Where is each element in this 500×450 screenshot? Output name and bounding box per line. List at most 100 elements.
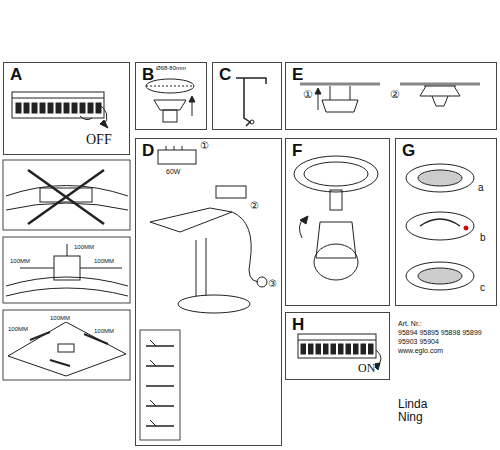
breaker-switch xyxy=(16,103,21,113)
callout-number: ② xyxy=(390,88,400,100)
ceiling xyxy=(6,277,128,286)
dimension: 100MM xyxy=(8,326,28,333)
dimension: 100MM xyxy=(74,244,94,251)
callout-number: ① xyxy=(303,88,313,100)
dimension: 100MM xyxy=(50,315,70,322)
terminal-block xyxy=(158,150,196,164)
step-letter: C xyxy=(219,66,231,83)
connector xyxy=(257,277,267,287)
dimension: Ø68-80mm xyxy=(156,65,186,72)
ceiling xyxy=(6,186,128,197)
lamp-housing xyxy=(54,256,80,280)
panel-frame xyxy=(3,160,130,230)
breaker-switch xyxy=(324,344,329,354)
lampholder xyxy=(330,190,342,210)
switch-state: OFF xyxy=(86,132,112,147)
breaker-switch xyxy=(72,103,77,113)
website: www.eglo.com xyxy=(398,347,443,355)
breaker-switch xyxy=(339,344,344,354)
step-panel: D xyxy=(135,138,282,446)
ceiling xyxy=(6,288,128,296)
ceiling xyxy=(300,83,380,86)
step-letter: A xyxy=(10,66,22,83)
breaker-switch xyxy=(88,103,93,113)
lamp xyxy=(420,86,460,106)
lamp-ring xyxy=(294,156,378,192)
callout-letter: b xyxy=(480,232,486,243)
article-number: Art. Nr.: xyxy=(398,320,422,328)
fuse-box xyxy=(298,334,376,358)
breaker-switch xyxy=(316,344,321,354)
step-letter: E xyxy=(292,66,303,83)
callout-number: ③ xyxy=(268,278,277,289)
dimension-line xyxy=(30,332,108,366)
breaker-switch xyxy=(369,344,374,354)
wiring-steps xyxy=(140,330,180,440)
ceiling xyxy=(6,203,128,210)
breaker-switch xyxy=(331,344,336,354)
callout-letter: a xyxy=(478,182,484,193)
breaker-switch xyxy=(301,344,306,354)
panel-frame xyxy=(3,310,130,380)
breaker-switch xyxy=(361,344,366,354)
lamp xyxy=(322,86,358,112)
switch-state: ON xyxy=(358,362,375,375)
step-letter: H xyxy=(292,316,304,333)
step-panel: F xyxy=(285,138,390,306)
callout-letter: c xyxy=(480,282,485,293)
breaker-switch xyxy=(80,103,85,113)
lamp-ring xyxy=(154,100,186,110)
lamp-ring xyxy=(178,295,250,313)
signature: Linda Ning xyxy=(398,398,446,424)
breaker-switch xyxy=(32,103,37,113)
breaker-switch xyxy=(346,344,351,354)
ceiling xyxy=(400,83,480,86)
spring-clip xyxy=(236,78,266,126)
bulb xyxy=(316,222,356,258)
step-letter: B xyxy=(142,66,154,83)
wattage: 60W xyxy=(166,168,180,176)
dimension-line xyxy=(80,268,122,269)
breaker-switch xyxy=(24,103,29,113)
step-letter: D xyxy=(142,142,154,159)
dimension-line xyxy=(67,244,68,256)
breaker-switch xyxy=(309,344,314,354)
wire xyxy=(232,212,258,282)
callout-number: ① xyxy=(200,140,209,151)
dimension: 100MM xyxy=(94,328,114,335)
callout-number: ② xyxy=(250,200,259,211)
dimension: 100MM xyxy=(10,258,30,265)
article-number: 95894 95895 95898 95899 xyxy=(398,329,482,337)
cross xyxy=(28,170,104,224)
breaker-switch xyxy=(48,103,53,113)
lamp-ring xyxy=(406,164,474,192)
bracket xyxy=(196,238,206,296)
cable-clamp xyxy=(150,208,232,232)
step-panel: G xyxy=(395,138,497,306)
breaker-switch xyxy=(64,103,69,113)
cross xyxy=(28,170,104,224)
step-letter: F xyxy=(292,142,302,159)
breaker-switch xyxy=(354,344,359,354)
breaker-switch xyxy=(56,103,61,113)
breaker-switch xyxy=(40,103,45,113)
lamp-housing xyxy=(40,188,92,202)
connector xyxy=(216,186,246,198)
step-letter: G xyxy=(402,142,415,159)
step-panel: B xyxy=(135,62,207,130)
lamp-housing xyxy=(58,344,74,352)
step-panel: C xyxy=(212,62,282,130)
arrowhead xyxy=(100,120,108,128)
fuse-box xyxy=(12,92,104,118)
bulb-face xyxy=(314,244,358,280)
lamp-ring xyxy=(406,212,474,240)
panel-frame xyxy=(3,237,130,303)
dimension-line xyxy=(20,268,54,269)
lamp-ring xyxy=(406,262,474,290)
ceiling-plane xyxy=(8,322,126,376)
lamp-body xyxy=(163,110,177,122)
hand xyxy=(80,116,92,120)
article-number: 95903 95904 xyxy=(398,338,439,346)
dimension: 100MM xyxy=(94,258,114,265)
